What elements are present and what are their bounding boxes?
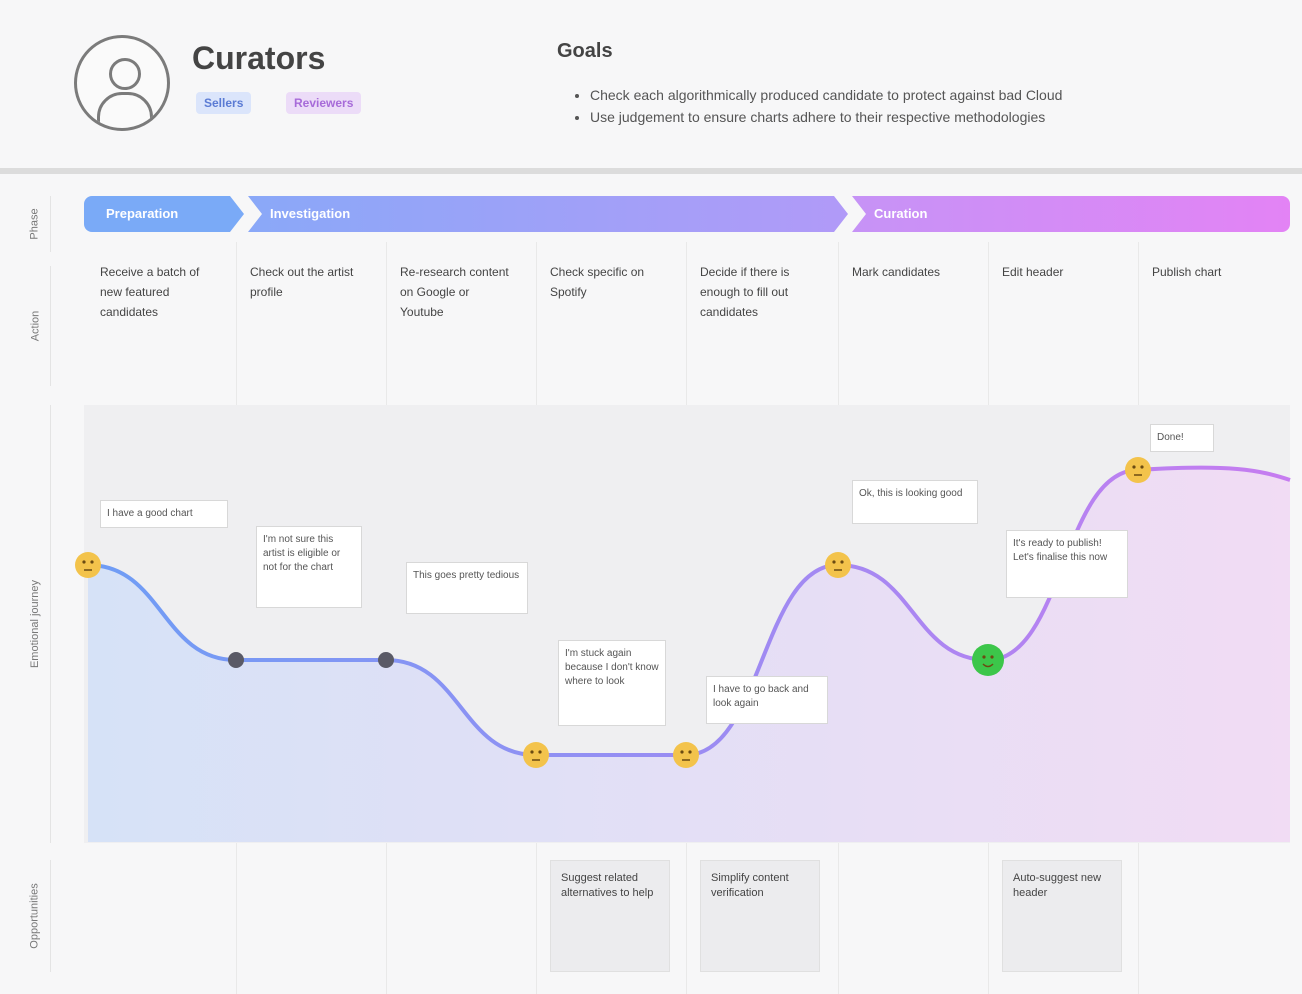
goals-title: Goals: [557, 40, 613, 62]
step-check-spotify: Check specific on Spotify: [550, 265, 645, 299]
neutral-face-icon: [523, 742, 549, 768]
neutral-face-icon: [673, 742, 699, 768]
opportunity-card: Simplify content verification: [700, 860, 820, 972]
step-mark-candidates: Mark candidates: [852, 265, 941, 279]
row-label-action: Action: [20, 266, 51, 386]
row-label-opportunities: Opportunities: [20, 860, 51, 972]
happy-face-icon: [972, 644, 1004, 676]
persona-header: Curators Sellers Reviewers Goals Check e…: [0, 0, 1302, 165]
emotion-note: I have to go back and look again: [706, 676, 828, 724]
persona-tag-sellers: Sellers: [196, 92, 252, 114]
persona-name: Curators: [192, 40, 326, 76]
phase-investigation: Investigation: [248, 196, 848, 232]
emotion-fill: [88, 467, 1290, 842]
neutral-face-icon: [1125, 457, 1151, 483]
user-icon: [74, 35, 170, 131]
emotion-note: Done!: [1150, 424, 1214, 452]
step-research-content: Re-research content on Google or Youtube: [400, 265, 509, 319]
step-edit-header: Edit header: [1002, 265, 1064, 279]
header-divider: [0, 168, 1302, 174]
meh-face-icon: [228, 652, 244, 668]
emotion-note: I'm not sure this artist is eligible or …: [256, 526, 362, 608]
step-decide-fill: Decide if there is enough to fill out ca…: [700, 265, 790, 319]
neutral-face-icon: [75, 552, 101, 578]
neutral-face-icon: [825, 552, 851, 578]
goal-item: Use judgement to ensure charts adhere to…: [590, 106, 1280, 128]
opportunity-card: Suggest related alternatives to help: [550, 860, 670, 972]
goal-item: Check each algorithmically produced cand…: [590, 84, 1280, 106]
meh-face-icon: [378, 652, 394, 668]
persona-tag-reviewers: Reviewers: [286, 92, 362, 114]
row-label-emotional-journey: Emotional journey: [20, 405, 51, 843]
step-publish-chart: Publish chart: [1152, 265, 1222, 279]
emotion-note: This goes pretty tedious: [406, 562, 528, 614]
emotion-note: I have a good chart: [100, 500, 228, 528]
emotion-note: Ok, this is looking good: [852, 480, 978, 524]
phase-curation: Curation: [852, 196, 1290, 232]
step-check-profile: Check out the artist profile: [250, 265, 354, 299]
phase-preparation: Preparation: [84, 196, 244, 232]
goals-list: Check each algorithmically produced cand…: [572, 84, 1280, 128]
step-receive-batch: Receive a batch of new featured candidat…: [100, 265, 200, 319]
row-label-phase: Phase: [20, 196, 51, 252]
opportunity-card: Auto-suggest new header: [1002, 860, 1122, 972]
emotion-note: It's ready to publish! Let's finalise th…: [1006, 530, 1128, 598]
emotion-note: I'm stuck again because I don't know whe…: [558, 640, 666, 726]
